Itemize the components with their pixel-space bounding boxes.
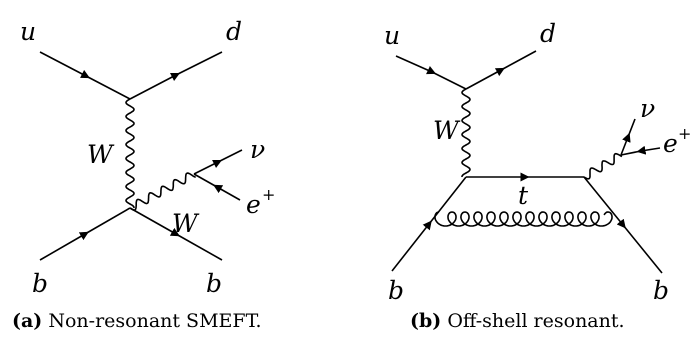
caption-a-tag: (a)	[12, 310, 43, 332]
label-b-out-a: b	[206, 269, 222, 298]
label-w-vertical-a: W	[87, 140, 115, 169]
label-nu-b: ν	[640, 94, 655, 123]
boson-w-decay	[583, 152, 623, 180]
label-d-a: d	[226, 17, 242, 46]
fermion-line-u	[395, 55, 467, 90]
caption-b: (b) Off-shell resonant.	[410, 310, 625, 332]
diagram-a	[39, 51, 243, 261]
fermion-line-nu	[620, 118, 636, 156]
label-nu-a: ν	[250, 135, 265, 164]
label-d-b: d	[540, 19, 556, 48]
label-t-b: t	[518, 181, 529, 210]
diagram-b	[391, 50, 663, 274]
fermion-line-e	[193, 173, 241, 201]
fermion-line-d	[465, 50, 537, 90]
label-u-a: u	[20, 17, 36, 46]
label-b-in-b: b	[388, 276, 404, 305]
fermion-line-nu	[193, 149, 243, 175]
fermion-line-e	[620, 145, 661, 156]
label-u-b: u	[384, 21, 400, 50]
boson-w-vertical	[125, 98, 135, 209]
fermion-line-b-out	[583, 176, 663, 274]
fermion-line-u	[39, 51, 131, 100]
boson-w-horizontal	[129, 172, 196, 211]
label-e-a: e	[246, 190, 261, 219]
label-b-out-b: b	[653, 276, 669, 305]
caption-a: (a) Non-resonant SMEFT.	[12, 310, 262, 332]
caption-b-tag: (b)	[410, 310, 442, 332]
gluon-line	[434, 211, 613, 227]
fermion-line-b-in	[39, 207, 131, 261]
label-e-b: e	[663, 129, 678, 158]
label-b-in-a: b	[32, 269, 48, 298]
label-w-b: W	[433, 116, 461, 145]
caption-a-text: Non-resonant SMEFT.	[48, 310, 262, 332]
fermion-line-b-out	[129, 207, 223, 261]
fermion-line-d	[129, 51, 223, 100]
label-e-charge-a: +	[262, 185, 275, 204]
label-e-charge-b: +	[678, 124, 691, 143]
boson-w	[461, 88, 471, 178]
label-w-horizontal-a: W	[172, 209, 200, 238]
fermion-line-b-in	[391, 176, 467, 272]
caption-b-text: Off-shell resonant.	[447, 310, 625, 332]
